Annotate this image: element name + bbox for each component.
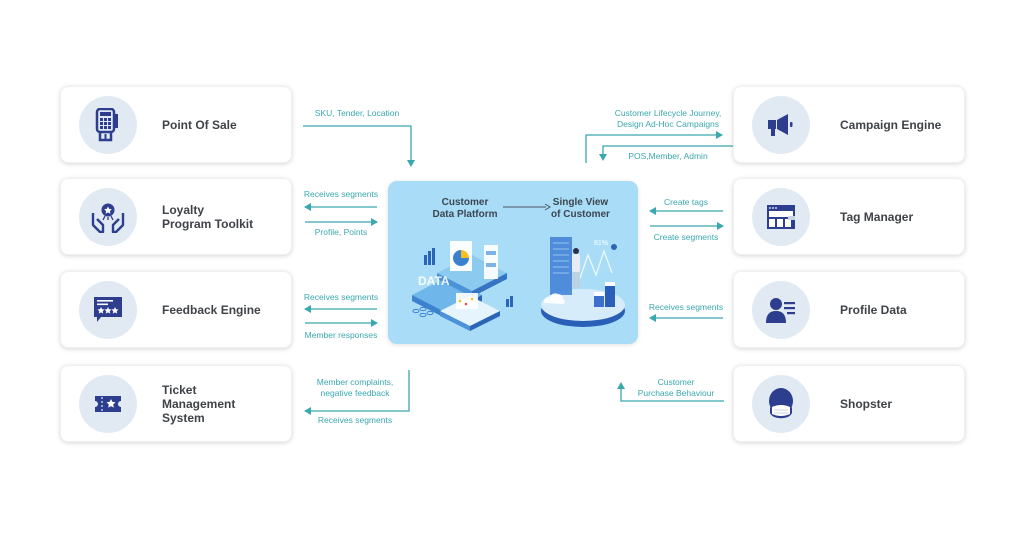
flow-label-tag-in: Create tags bbox=[664, 197, 708, 207]
card-loyalty-program-toolkit[interactable]: Loyalty Program Toolkit bbox=[60, 178, 292, 255]
card-label: Point Of Sale bbox=[162, 117, 237, 132]
cdp-to-single-view-arrow bbox=[503, 203, 551, 211]
card-campaign-engine[interactable]: Campaign Engine bbox=[733, 86, 965, 163]
card-label: Ticket Management System bbox=[162, 382, 236, 425]
single-view-illustration: 81% bbox=[541, 237, 625, 327]
card-label: Tag Manager bbox=[840, 209, 914, 224]
loyalty-hands-icon bbox=[79, 188, 137, 246]
card-point-of-sale[interactable]: Point Of Sale bbox=[60, 86, 292, 163]
arrow-ticket-loop bbox=[304, 370, 410, 415]
browser-window-icon bbox=[752, 188, 810, 246]
card-profile-data[interactable]: Profile Data bbox=[733, 271, 965, 348]
flow-label-profile-out: Receives segments bbox=[648, 302, 724, 312]
svg-text:DATA: DATA bbox=[418, 274, 450, 288]
masked-person-icon bbox=[752, 375, 810, 433]
flow-label-campaign-in: POS,Member, Admin bbox=[628, 151, 708, 161]
card-label: Loyalty Program Toolkit bbox=[162, 202, 254, 231]
megaphone-icon bbox=[752, 96, 810, 154]
card-label: Shopster bbox=[840, 396, 893, 411]
flow-label-pos: SKU, Tender, Location bbox=[314, 108, 400, 118]
flow-label-feedback-in: Member responses bbox=[304, 330, 378, 340]
card-shopster[interactable]: Shopster bbox=[733, 365, 965, 442]
card-ticket-management-system[interactable]: Ticket Management System bbox=[60, 365, 292, 442]
flow-label-ticket-in: Member complaints, negative feedback bbox=[316, 377, 394, 398]
flow-label-campaign-out: Customer Lifecycle Journey, Design Ad-Ho… bbox=[614, 108, 722, 129]
flow-label-shopster-in: Customer Purchase Behaviour bbox=[637, 377, 715, 398]
feedback-stars-icon bbox=[79, 281, 137, 339]
arrow-pos-to-cdp bbox=[303, 125, 415, 167]
flow-label-loyalty-out: Receives segments bbox=[303, 189, 379, 199]
card-label: Campaign Engine bbox=[840, 117, 942, 132]
flow-label-loyalty-in: Profile, Points bbox=[314, 227, 368, 237]
card-label: Profile Data bbox=[840, 302, 907, 317]
card-label: Feedback Engine bbox=[162, 302, 261, 317]
card-feedback-engine[interactable]: Feedback Engine bbox=[60, 271, 292, 348]
single-view-title: Single View of Customer bbox=[551, 197, 610, 220]
flow-label-feedback-out: Receives segments bbox=[303, 292, 379, 302]
ticket-icon bbox=[79, 375, 137, 433]
pos-terminal-icon bbox=[79, 96, 137, 154]
arrow-campaign-to-cdp bbox=[599, 145, 733, 161]
customer-data-platform-panel: Customer Data Platform Single View of Cu… bbox=[388, 181, 638, 344]
card-tag-manager[interactable]: Tag Manager bbox=[733, 178, 965, 255]
flow-label-tag-out: Create segments bbox=[653, 232, 719, 242]
svg-text:81%: 81% bbox=[594, 240, 608, 247]
arrow-shopster-to-cdp bbox=[617, 382, 724, 402]
flow-label-ticket-out: Receives segments bbox=[317, 415, 393, 425]
arrow-cdp-to-campaign bbox=[585, 131, 723, 163]
cdp-title: Customer Data Platform bbox=[432, 197, 498, 220]
data-platform-illustration: DATA bbox=[412, 241, 513, 331]
user-profile-icon bbox=[752, 281, 810, 339]
